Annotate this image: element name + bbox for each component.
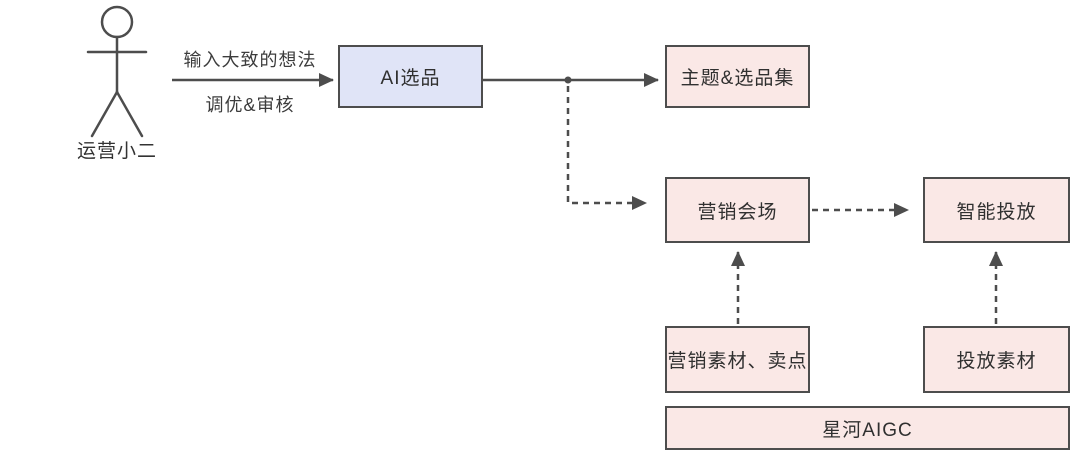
input-arrow-label-bottom: 调优&审核 xyxy=(205,95,295,115)
node-delivery-materials: 投放素材 xyxy=(923,326,1070,393)
actor-label: 运营小二 xyxy=(76,141,157,162)
arrow-branch-to-venue xyxy=(566,86,647,210)
node-smart-delivery: 智能投放 xyxy=(923,177,1070,243)
branch-dot xyxy=(564,76,572,84)
node-galaxy-aigc: 星河AIGC xyxy=(665,406,1070,450)
node-marketing-venue: 营销会场 xyxy=(665,177,810,243)
node-ai-selection: AI选品 xyxy=(338,45,483,108)
input-arrow-label-top: 输入大致的想法 xyxy=(183,50,317,70)
node-marketing-materials: 营销素材、卖点 xyxy=(665,326,810,393)
actor-stick-figure-icon xyxy=(86,5,148,138)
node-theme-and-selection-set: 主题&选品集 xyxy=(665,45,810,108)
